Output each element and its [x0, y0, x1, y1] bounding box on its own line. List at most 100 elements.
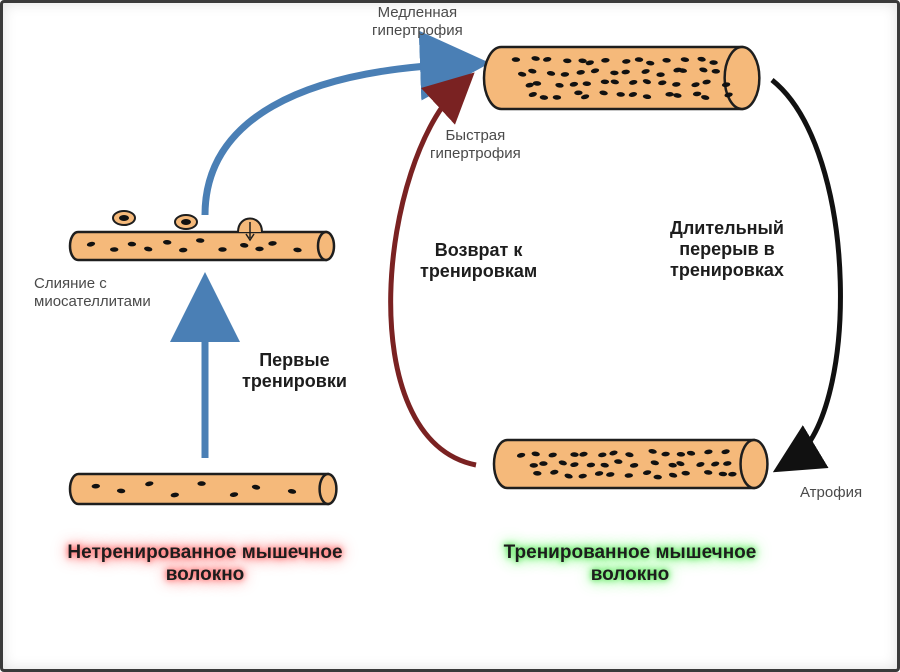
nucleus	[533, 470, 542, 476]
nucleus	[218, 247, 227, 252]
slow-hypertrophy-line-2: гипертрофия	[372, 21, 463, 39]
nucleus	[576, 70, 585, 75]
nucleus	[681, 470, 690, 476]
nucleus	[564, 473, 573, 479]
nucleus	[539, 461, 548, 466]
nucleus	[665, 91, 674, 97]
nucleus	[251, 484, 261, 490]
nucleus	[599, 90, 608, 96]
untrained-line-2: волокно	[165, 564, 245, 586]
nucleus	[86, 241, 96, 247]
nucleus	[539, 95, 549, 100]
nucleus	[116, 488, 126, 494]
nucleus	[676, 461, 685, 467]
atrophy-label: Атрофия	[800, 484, 863, 501]
nucleus	[641, 69, 650, 74]
nucleus	[163, 239, 172, 245]
nucleus	[586, 462, 596, 468]
long-break-line-1: Длительный	[670, 218, 784, 238]
nucleus	[697, 56, 706, 62]
nucleus	[578, 473, 587, 479]
nucleus	[531, 451, 540, 457]
nucleus	[610, 70, 619, 76]
nucleus	[622, 59, 631, 64]
nucleus	[629, 79, 638, 85]
nucleus	[601, 57, 610, 63]
nucleus	[570, 462, 579, 467]
nucleus	[268, 241, 277, 246]
nucleus	[229, 492, 239, 497]
long-break-arrow	[770, 78, 843, 473]
nucleus	[145, 481, 154, 487]
nucleus	[570, 452, 579, 457]
fiber-end-cap	[723, 45, 761, 111]
nucleus	[709, 60, 718, 65]
nucleus	[585, 60, 594, 66]
nucleus	[144, 246, 153, 252]
nucleus	[656, 72, 665, 78]
nucleus	[634, 57, 644, 62]
trained-fiber	[492, 438, 769, 490]
fiber-end-cap	[316, 230, 336, 262]
return-line-1: Возврат к	[434, 240, 523, 260]
untrained-line-1: Нетренированное мышечное	[67, 542, 343, 563]
nucleus	[723, 461, 732, 466]
nucleus	[606, 472, 615, 477]
nucleus	[546, 71, 556, 76]
nucleus	[552, 95, 562, 100]
long-break-label: Длительный перерыв в тренировках	[670, 218, 784, 282]
nucleus	[600, 462, 609, 468]
untrained-fiber-label: Нетренированное мышечное волокно	[40, 542, 370, 587]
fiber-end-cap	[739, 438, 769, 490]
slow-hypertrophy-arrow	[201, 30, 490, 216]
nucleus	[711, 461, 720, 467]
hypertrophied-fiber	[482, 45, 761, 111]
nucleus	[625, 452, 634, 458]
fiber-body	[68, 230, 328, 262]
nucleus	[255, 246, 264, 252]
nucleus	[642, 94, 652, 100]
nucleus	[696, 462, 705, 467]
nucleus	[646, 60, 655, 66]
long-break-line-2: перерыв в	[679, 239, 775, 260]
nucleus	[590, 68, 600, 74]
nucleus	[563, 58, 572, 64]
nucleus	[127, 241, 137, 247]
fiber-body	[482, 45, 744, 111]
nucleus	[658, 80, 667, 86]
satellite-cells	[112, 210, 263, 242]
nucleus	[686, 450, 696, 456]
nucleus	[691, 82, 700, 88]
nucleus	[668, 462, 677, 468]
nucleus	[692, 91, 702, 97]
nucleus	[701, 95, 710, 100]
nucleus	[579, 451, 588, 457]
nucleus	[721, 449, 730, 455]
nucleus	[598, 452, 607, 458]
nucleus	[170, 492, 179, 498]
nucleus	[91, 483, 100, 489]
nucleus	[699, 67, 708, 73]
nucleus	[179, 247, 188, 253]
nucleus	[628, 92, 638, 97]
nucleus	[662, 57, 671, 63]
first-trainings-line-1: Первые	[259, 350, 330, 370]
nucleus	[624, 473, 633, 478]
nucleus	[574, 90, 583, 96]
fast-hypertrophy-label: Быстрая гипертрофия	[430, 127, 521, 162]
nucleus	[650, 460, 659, 466]
nucleus	[642, 470, 652, 475]
fast-hypertrophy-line-2: гипертрофия	[430, 144, 521, 162]
nucleus	[724, 92, 733, 98]
nucleus	[648, 449, 657, 454]
nucleus	[582, 81, 591, 87]
trained-line-1: Тренированное мышечное	[503, 542, 757, 563]
nucleus	[525, 82, 534, 88]
slow-hypertrophy-label: Медленная гипертрофия	[372, 4, 463, 39]
fast-hypertrophy-line-1: Быстрая	[445, 127, 506, 144]
nucleus	[531, 56, 540, 61]
nucleus	[517, 71, 527, 77]
nucleus	[621, 69, 630, 75]
nucleus	[550, 469, 559, 475]
nucleus	[680, 57, 690, 62]
